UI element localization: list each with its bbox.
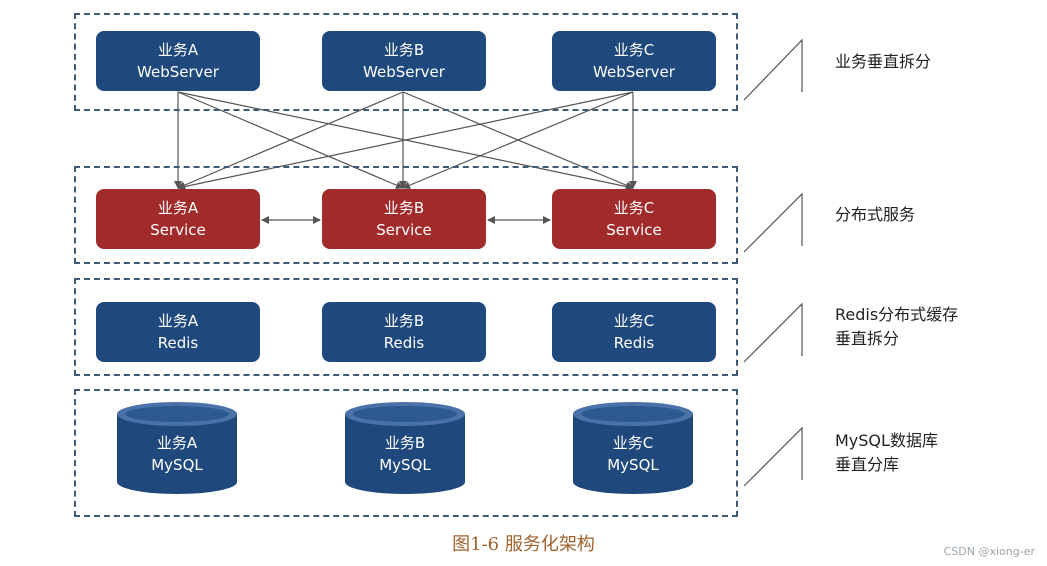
service-b-node: 业务B Service <box>322 189 486 249</box>
figure-caption: 图1-6 服务化架构 <box>452 534 595 555</box>
tier-label-line: 分布式服务 <box>835 205 916 224</box>
tier-mysql-container <box>74 389 738 517</box>
bracket-1 <box>743 38 803 101</box>
tier-label-line: MySQL数据库 <box>835 431 938 450</box>
node-title: 业务A <box>157 312 199 330</box>
node-title: 业务B <box>383 41 425 59</box>
webserver-b-node: 业务B WebServer <box>322 31 486 91</box>
node-subtitle: WebServer <box>137 63 219 81</box>
node-title: 业务A <box>157 41 199 59</box>
db-label: 业务A MySQL <box>117 432 237 476</box>
mysql-a-db: 业务A MySQL <box>117 400 237 496</box>
webserver-c-node: 业务C WebServer <box>552 31 716 91</box>
node-title: 业务B <box>383 199 425 217</box>
db-label: 业务C MySQL <box>573 432 693 476</box>
db-cylinder-a <box>117 402 237 494</box>
webserver-a-node: 业务A WebServer <box>96 31 260 91</box>
tier-label-webserver: 业务垂直拆分 <box>835 50 931 74</box>
node-subtitle: Service <box>376 221 432 239</box>
connector-c-a <box>177 91 634 191</box>
tier-label-mysql: MySQL数据库 垂直分库 <box>835 429 938 477</box>
tier-redis-container <box>74 278 738 376</box>
mysql-c-db: 业务C MySQL <box>573 400 693 496</box>
connector-b-a <box>177 91 404 189</box>
tier-brackets <box>743 38 803 487</box>
service-c-node: 业务C Service <box>552 189 716 249</box>
node-subtitle: Service <box>606 221 662 239</box>
node-subtitle: Redis <box>613 334 655 352</box>
webserver-service-connectors <box>174 91 637 191</box>
node-title: 业务C <box>612 434 654 452</box>
node-subtitle: Redis <box>157 334 199 352</box>
tier-webserver-container <box>74 13 738 111</box>
bracket-2 <box>743 192 803 253</box>
tier-label-redis: Redis分布式缓存 垂直拆分 <box>835 303 958 351</box>
tier-service-container <box>74 166 738 264</box>
node-subtitle: Redis <box>383 334 425 352</box>
bracket-4 <box>743 426 803 487</box>
node-title: 业务C <box>613 312 655 330</box>
db-cylinder-b <box>345 402 465 494</box>
mysql-b-db: 业务B MySQL <box>345 400 465 496</box>
tier-label-line: 业务垂直拆分 <box>835 52 932 71</box>
node-subtitle: Service <box>150 221 206 239</box>
node-title: 业务A <box>157 199 199 217</box>
db-cylinders <box>117 402 693 494</box>
node-subtitle: MySQL <box>379 456 431 474</box>
db-label: 业务B MySQL <box>345 432 465 476</box>
node-title: 业务B <box>384 434 426 452</box>
redis-c-node: 业务C Redis <box>552 302 716 362</box>
node-subtitle: WebServer <box>363 63 445 81</box>
connector-c-b <box>402 91 634 189</box>
watermark: CSDN @xiong-er <box>943 545 1035 558</box>
tier-label-line: 垂直分库 <box>835 455 900 474</box>
bracket-3 <box>743 302 803 363</box>
service-a-node: 业务A Service <box>96 189 260 249</box>
tier-label-service: 分布式服务 <box>835 203 915 227</box>
node-title: 业务B <box>383 312 425 330</box>
db-cylinder-c <box>573 402 693 494</box>
node-title: 业务C <box>613 199 655 217</box>
tier-label-line: Redis分布式缓存 <box>835 305 959 324</box>
node-subtitle: WebServer <box>593 63 675 81</box>
tier-label-line: 垂直拆分 <box>835 329 900 348</box>
redis-a-node: 业务A Redis <box>96 302 260 362</box>
redis-b-node: 业务B Redis <box>322 302 486 362</box>
node-title: 业务C <box>613 41 655 59</box>
node-subtitle: MySQL <box>607 456 659 474</box>
node-subtitle: MySQL <box>151 456 203 474</box>
node-title: 业务A <box>156 434 198 452</box>
